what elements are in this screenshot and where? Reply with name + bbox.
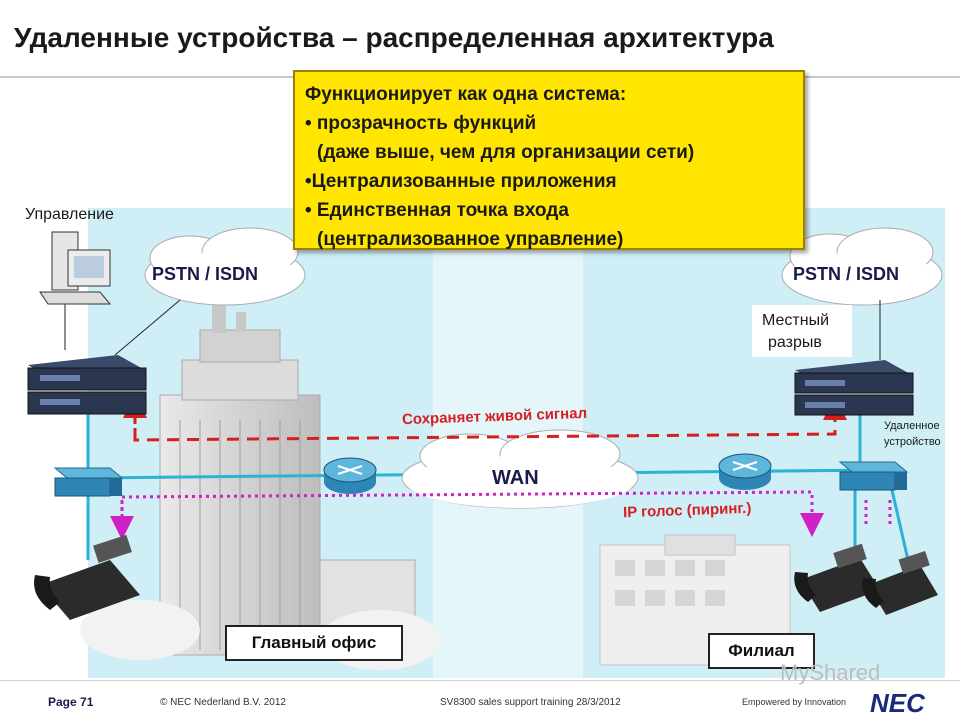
phone-main-office-icon bbox=[34, 534, 140, 620]
link-switch-phone-right-2 bbox=[890, 489, 910, 561]
router-right-icon bbox=[718, 453, 772, 490]
page-number: Page 71 bbox=[48, 695, 94, 709]
router-left-icon bbox=[323, 457, 377, 494]
callout-line: •Централизованные приложения bbox=[305, 171, 617, 192]
callout-line: • прозрачность функций bbox=[305, 113, 537, 134]
nec-logo: NEC bbox=[870, 688, 925, 718]
ip-voice-path bbox=[120, 490, 824, 537]
watermark-text: MyShared bbox=[780, 660, 881, 685]
pstn-left-label: PSTN / ISDN bbox=[152, 264, 259, 284]
tagline-text: Empowered by Innovation bbox=[742, 697, 847, 707]
keepalive-path bbox=[133, 396, 847, 442]
branch-label: Филиал bbox=[708, 633, 815, 669]
management-label: Управление bbox=[25, 206, 114, 223]
training-text: SV8300 sales support training 28/3/2012 bbox=[440, 697, 621, 708]
pstn-cloud-right bbox=[781, 227, 943, 306]
pbx-main-icon bbox=[27, 355, 147, 415]
remote-device-label-1: Удаленное bbox=[884, 420, 940, 432]
callout-line: • Единственная точка входа bbox=[305, 200, 569, 221]
main-office-label: Главный офис bbox=[225, 625, 403, 661]
callout-line: Функционирует как одна система: bbox=[305, 84, 627, 105]
slide-title: Удаленные устройства – распределенная ар… bbox=[14, 22, 774, 53]
switch-left-icon bbox=[53, 467, 124, 497]
pstn-right-label: PSTN / ISDN bbox=[793, 264, 900, 284]
ip-voice-branch-drops bbox=[864, 500, 892, 525]
remote-device-label-2: устройство bbox=[884, 436, 941, 448]
phone-branch-2-icon bbox=[862, 551, 938, 615]
local-breakout-label-1: Местный bbox=[762, 312, 830, 329]
local-breakout-label-2: разрыв bbox=[768, 334, 822, 351]
wan-label: WAN bbox=[492, 467, 539, 489]
callout-box: Функционирует как одна система: • прозра… bbox=[293, 70, 805, 250]
callout-line: (даже выше, чем для организации сети) bbox=[317, 142, 695, 163]
pstn-cloud-left bbox=[144, 227, 306, 306]
pstn-link-left bbox=[114, 299, 181, 356]
management-computer-icon bbox=[39, 231, 112, 305]
pbx-remote-icon bbox=[794, 360, 914, 416]
copyright-text: © NEC Nederland B.V. 2012 bbox=[160, 697, 286, 708]
phone-branch-1-icon bbox=[794, 543, 880, 612]
footer-bar bbox=[0, 680, 960, 721]
main-office-building bbox=[80, 305, 440, 670]
callout-line: (централизованное управление) bbox=[317, 229, 624, 250]
local-breakout-label-bg bbox=[752, 305, 852, 357]
switch-right-icon bbox=[838, 461, 909, 491]
